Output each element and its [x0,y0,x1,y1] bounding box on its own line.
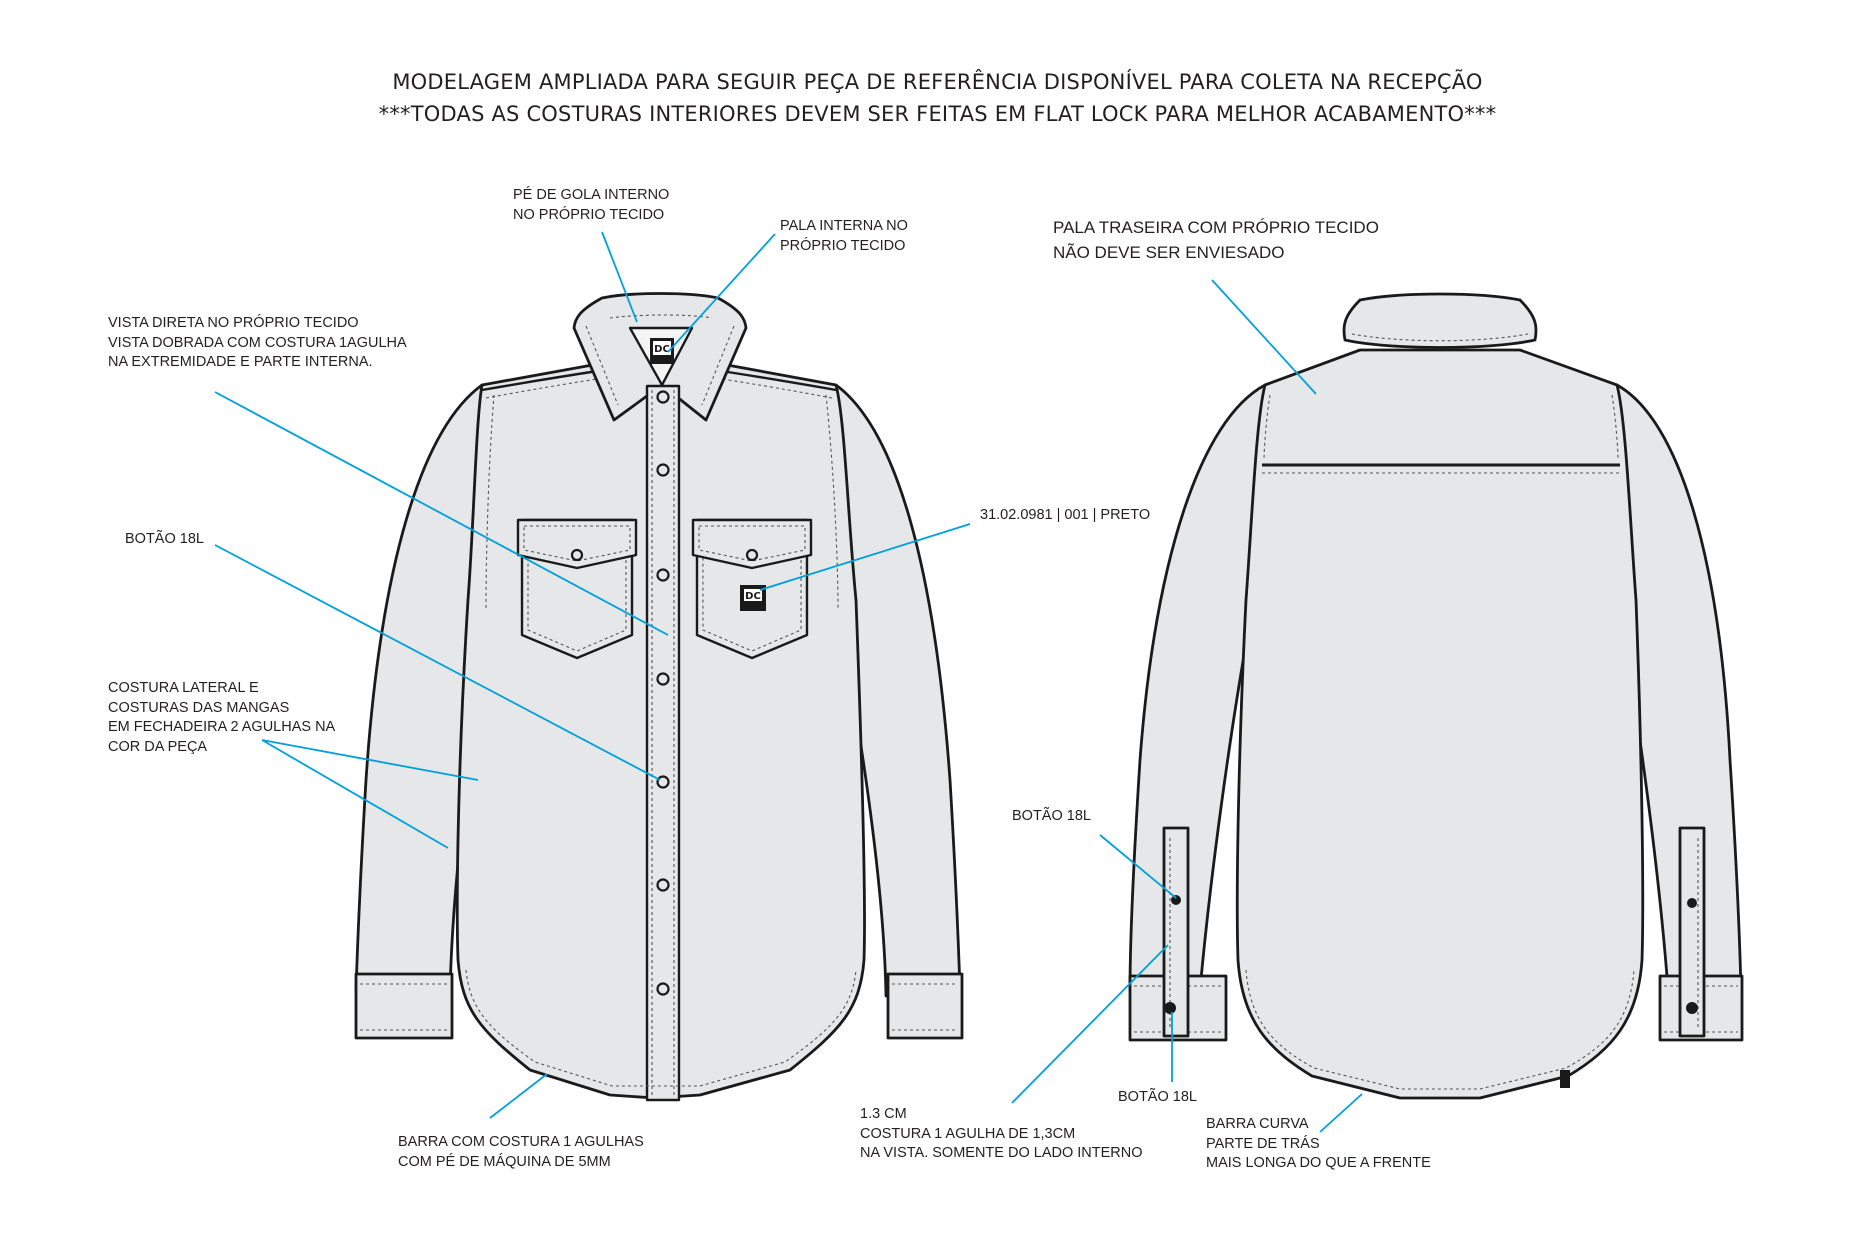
leader-hem-back [1319,1093,1363,1133]
front-right-cuff [886,972,964,1040]
sleeve-button-icon [1687,898,1697,908]
front-left-pocket [516,518,638,660]
back-view-shirt [1128,292,1744,1100]
label-inner-yoke: PALA INTERNA NO PRÓPRIO TECIDO [780,218,908,254]
placket-button-icon [656,982,670,996]
placket-button-icon [656,390,670,404]
label-cuff-button: BOTÃO 18L [1118,1089,1197,1105]
dc-logo-patch-icon: DC [740,585,766,611]
leader-sleeve-button [1099,834,1177,899]
back-right-sleeve-placket [1678,826,1706,1038]
svg-text:DC: DC [654,344,670,355]
spec-header: MODELAGEM AMPLIADA PARA SEGUIR PEÇA DE R… [0,66,1875,130]
svg-text:DC: DC [745,591,761,602]
placket-button-icon [656,878,670,892]
back-right-sleeve [1615,383,1743,1002]
leader-side-seam-1 [261,739,479,781]
label-back-yoke: PALA TRASEIRA COM PRÓPRIO TECIDO NÃO DEV… [1053,218,1379,262]
label-placket-stitch: 1.3 CM COSTURA 1 AGULHA DE 1,3CM NA VIST… [860,1106,1143,1161]
header-line-1: MODELAGEM AMPLIADA PARA SEGUIR PEÇA DE R… [392,70,1483,94]
sleeve-button-icon [1171,895,1181,905]
leader-front-button [214,544,661,781]
back-left-sleeve-placket [1162,826,1190,1038]
leader-lines [214,231,1363,1133]
placket-button-icon [656,463,670,477]
cuff-button-icon [1686,1002,1698,1014]
label-side-seam: COSTURA LATERAL E COSTURAS DAS MANGAS EM… [108,680,336,755]
label-hem-back: BARRA CURVA PARTE DE TRÁS MAIS LONGA DO … [1206,1116,1431,1171]
right-pocket-button-icon [745,548,759,562]
leader-hem-front [489,1073,548,1119]
cuff-button-icon [1164,1002,1176,1014]
back-collar [1342,292,1538,349]
leader-color-code [759,523,971,591]
front-view-shirt: DC DC [354,292,964,1102]
back-body [1235,348,1645,1100]
label-hem-front: BARRA COM COSTURA 1 AGULHAS COM PÉ DE MÁ… [398,1134,644,1170]
label-placket: VISTA DIRETA NO PRÓPRIO TECIDO VISTA DOB… [108,315,407,370]
placket-buttons [656,390,670,996]
label-color-code: 31.02.0981 | 001 | PRETO [980,507,1151,523]
placket-button-icon [656,672,670,686]
left-pocket-button-icon [570,548,584,562]
neck-label-icon: DC [650,338,674,364]
leader-collar-stand [601,231,638,323]
leader-inner-yoke [667,233,776,353]
front-right-sleeve [834,383,962,998]
leader-back-yoke [1211,279,1317,395]
header-line-2: ***TODAS AS COSTURAS INTERIORES DEVEM SE… [378,102,1497,126]
leader-placket [214,391,669,636]
label-front-button: BOTÃO 18L [125,531,204,547]
placket-button-icon [656,568,670,582]
placket-button-icon [656,775,670,789]
label-collar-stand: PÉ DE GOLA INTERNO NO PRÓPRIO TECIDO [513,187,670,223]
front-left-cuff [354,972,454,1040]
leader-placket-stitch [1011,944,1169,1104]
label-sleeve-button: BOTÃO 18L [1012,808,1091,824]
leader-side-seam-2 [261,739,449,849]
hem-tag-icon [1560,1070,1570,1088]
